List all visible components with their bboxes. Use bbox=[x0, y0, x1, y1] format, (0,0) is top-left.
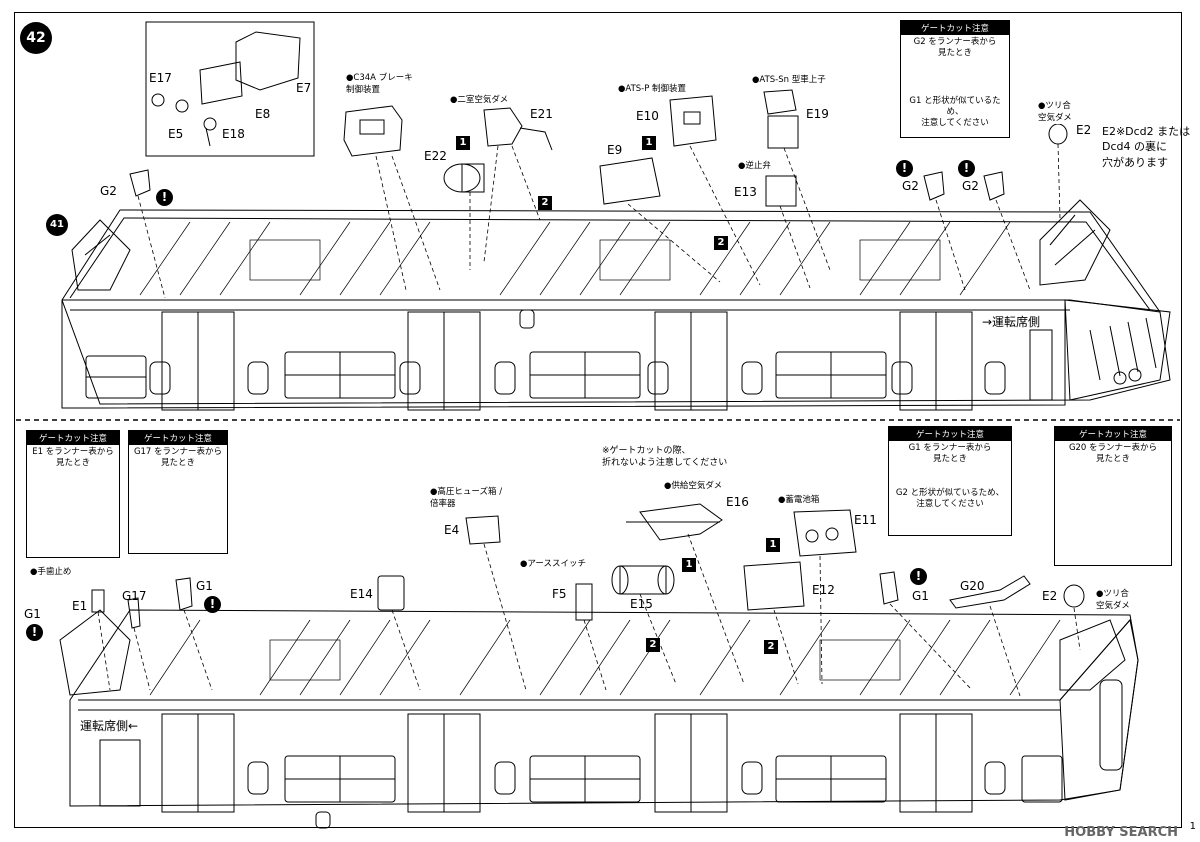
sub-step-marker: 1 bbox=[642, 136, 656, 150]
part-label: F5 bbox=[552, 587, 567, 601]
sub-step-marker: 2 bbox=[764, 640, 778, 654]
part-label: G17 bbox=[122, 589, 147, 603]
gate-box-title: ゲートカット注意 bbox=[129, 431, 227, 445]
warning-icon: ! bbox=[910, 568, 927, 585]
gate-box-g1: ゲートカット注意 G1 をランナー表から 見たとき G2 と形状が似ているため、… bbox=[888, 426, 1012, 536]
gate-box-title: ゲートカット注意 bbox=[901, 21, 1009, 35]
warning-icon: ! bbox=[26, 624, 43, 641]
callout-tebadome: 手歯止め bbox=[28, 564, 74, 578]
part-label: E4 bbox=[444, 523, 460, 537]
warning-icon: ! bbox=[204, 596, 221, 613]
gate-box-e1: ゲートカット注意 E1 をランナー表から 見たとき bbox=[26, 430, 120, 558]
part-label: E7 bbox=[296, 81, 312, 95]
gate-box-title: ゲートカット注意 bbox=[889, 427, 1011, 441]
part-label: E21 bbox=[530, 107, 553, 121]
part-label: G1 bbox=[24, 607, 41, 621]
sub-step-marker: 1 bbox=[456, 136, 470, 150]
callout-atsp: ATS-P 制御装置 bbox=[616, 81, 689, 95]
part-label: E18 bbox=[222, 127, 245, 141]
part-label: E19 bbox=[806, 107, 829, 121]
part-label: E10 bbox=[636, 109, 659, 123]
page-frame bbox=[14, 12, 1182, 828]
part-label: E8 bbox=[255, 107, 271, 121]
callout-tsuriai-bottom: ツリ合 空気ダメ bbox=[1094, 586, 1132, 612]
part-label: E13 bbox=[734, 185, 757, 199]
part-label: E17 bbox=[149, 71, 172, 85]
previous-step-badge: 41 bbox=[46, 214, 68, 236]
cab-direction-bottom: 運転席側← bbox=[80, 719, 139, 733]
part-label: E11 bbox=[854, 513, 877, 527]
part-label: G1 bbox=[196, 579, 213, 593]
sub-step-marker: 2 bbox=[646, 638, 660, 652]
part-label: E1 bbox=[72, 599, 88, 613]
part-label: G2 bbox=[962, 179, 979, 193]
callout-earth: アーススイッチ bbox=[518, 556, 588, 570]
callout-tsuriai-top: ツリ合 空気ダメ bbox=[1036, 98, 1074, 124]
step-number-badge: 42 bbox=[20, 22, 52, 54]
gate-box-text: G20 をランナー表から 見たとき bbox=[1068, 443, 1158, 464]
part-label: E2 bbox=[1076, 123, 1092, 137]
gate-box-text: G1 をランナー表から 見たとき bbox=[908, 443, 992, 464]
part-label: E12 bbox=[812, 583, 835, 597]
callout-c34a: C34A ブレーキ 制御装置 bbox=[344, 70, 415, 96]
gate-box-g20: ゲートカット注意 G20 をランナー表から 見たとき bbox=[1054, 426, 1172, 566]
gate-box-title: ゲートカット注意 bbox=[27, 431, 119, 445]
callout-nishitsu: 二室空気ダメ bbox=[448, 92, 511, 106]
gate-box-text: G17 をランナー表から 見たとき bbox=[133, 447, 223, 468]
bottom-car-body bbox=[59, 609, 1139, 829]
part-label: E9 bbox=[607, 143, 623, 157]
sub-step-marker: 2 bbox=[714, 236, 728, 250]
gate-box-text: G1 と形状が似ているため、 注意してください bbox=[909, 96, 1001, 128]
part-label: G1 bbox=[912, 589, 929, 603]
cab-direction-top: →運転席側 bbox=[982, 315, 1041, 329]
warning-icon: ! bbox=[958, 160, 975, 177]
part-label: G2 bbox=[100, 184, 117, 198]
sub-step-marker: 1 bbox=[682, 558, 696, 572]
gate-box-g17: ゲートカット注意 G17 をランナー表から 見たとき bbox=[128, 430, 228, 554]
part-label: E22 bbox=[424, 149, 447, 163]
warning-icon: ! bbox=[156, 189, 173, 206]
gate-box-title: ゲートカット注意 bbox=[1055, 427, 1171, 441]
part-label: E14 bbox=[350, 587, 373, 601]
note-gate-bottom: ※ゲートカットの際、 折れないよう注意してください bbox=[602, 446, 728, 468]
sub-step-marker: 2 bbox=[538, 196, 552, 210]
callout-atssn: ATS-Sn 型車上子 bbox=[750, 72, 828, 86]
callout-kouatsu: 高圧ヒューズ箱 / 倍率器 bbox=[428, 484, 505, 510]
part-label: E2 bbox=[1042, 589, 1058, 603]
callout-chikuden: 蓄電池箱 bbox=[776, 492, 822, 506]
part-label: E5 bbox=[168, 127, 184, 141]
callout-kyokyu: 供給空気ダメ bbox=[662, 478, 725, 492]
callout-gyakushi: 逆止弁 bbox=[736, 158, 773, 172]
part-label: E16 bbox=[726, 495, 749, 509]
watermark: HOBBY SEARCH bbox=[1064, 825, 1178, 840]
top-car-body bbox=[61, 199, 1171, 411]
part-label: G2 bbox=[902, 179, 919, 193]
warning-icon: ! bbox=[896, 160, 913, 177]
gate-box-text: G2 をランナー表から 見たとき bbox=[913, 37, 997, 58]
top-parts bbox=[129, 21, 1068, 299]
gate-box-text: E1 をランナー表から 見たとき bbox=[32, 447, 114, 468]
gate-box-text: G2 と形状が似ているため、 注意してください bbox=[895, 488, 1005, 509]
part-label: G20 bbox=[960, 579, 985, 593]
page-number: 1 bbox=[1189, 821, 1196, 832]
note-e2-top: E2※Dcd2 または Dcd4 の裏に 穴があります bbox=[1102, 125, 1191, 169]
gate-box-g2: ゲートカット注意 G2 をランナー表から 見たとき G1 と形状が似ているため、… bbox=[900, 20, 1010, 138]
sub-step-marker: 1 bbox=[766, 538, 780, 552]
part-label: E15 bbox=[630, 597, 653, 611]
